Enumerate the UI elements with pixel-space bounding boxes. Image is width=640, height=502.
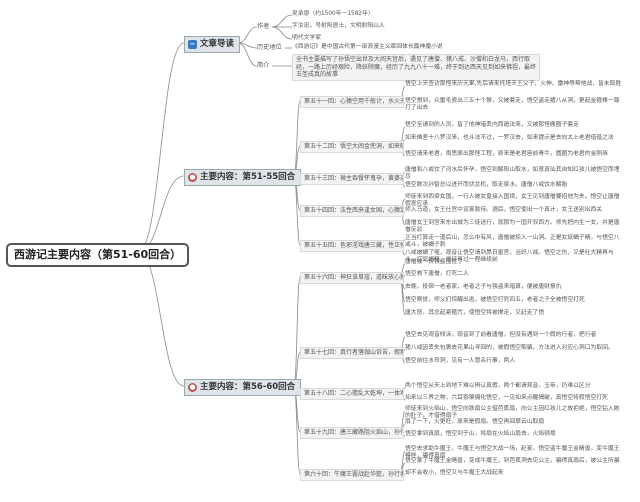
section-b-label: 主要内容：第56-60回合 [200, 382, 296, 392]
chapter-topic[interactable]: 第五十五回：色邪淫戏唐三藏，性正修持不坏身 [300, 240, 404, 252]
chapter-detail: 悟空去求助牛魔王，牛魔王与悟空大战一场，赴宴，悟空盗牛魔王金睛兽，变牛魔王模样，… [405, 446, 620, 460]
status-label: 历史地位 [257, 44, 282, 51]
collapse-icon[interactable]: − [188, 39, 197, 49]
chapter-detail: 悟空请来老君，雨思原出那怪工程，原来是老君座前青牛，圆圈为老君的金刚琢 [405, 151, 608, 157]
chapter-detail: 唐僧被一伙强盗围住了 [405, 259, 463, 265]
connector-line [271, 26, 293, 40]
chapter-detail: 悟空至请到的人员，皆了他神暗丢内而遁法来，又被那怪搬圈子套走 [405, 122, 579, 128]
connector-line [237, 26, 258, 44]
author-label: 作者 [257, 23, 270, 30]
chapter-detail: 猪八戒因丢失包裹去花果山寻回的，被假悟空欺骗，方法进入对应心洞口为取回。 [405, 345, 614, 351]
section-chapters-56-60[interactable]: ● 主要内容：第56-60回合 [184, 379, 302, 396]
bullet-icon: ● [188, 172, 197, 182]
connector-line [137, 251, 185, 387]
chapter-topic[interactable]: 第五十九回：唐三藏路阻火焰山，孙行者一调芭蕉扇 [300, 427, 404, 439]
status-text: 《西游记》是中国古代第一部浪漫主义章回体长篇神魔小说 [292, 44, 443, 50]
root-topic[interactable]: 西游记主要内容（第51-60回合） [6, 243, 190, 267]
chapter-detail: 扇了一下，火更旺，原来是假扇。悟空再回翠云山取扇 [405, 419, 545, 425]
chapter-detail: 却不会收小，悟空又与牛魔王大战起来 [405, 470, 504, 476]
bullet-icon: ● [188, 382, 197, 392]
author-item: 吴承恩（约1500年－1582年） [292, 11, 374, 17]
author-item: 明代文学家 [292, 35, 321, 41]
connector-line [237, 42, 258, 67]
chapter-detail: 唐大怒，其念起紧箍咒，使悟空将被撵走，又赶走了悟 [405, 310, 545, 316]
chapter-detail: 悟空救下唐僧，打死二人 [405, 271, 469, 277]
chapter-topic[interactable]: 第六十回：牛魔王罢战赴华筵，孙行者二调芭蕉扇 [300, 469, 404, 481]
chapter-detail: 如来以三界之物，六耳猕猴偏化悟空，一见如来点醒揭破，真悟空将假悟空打死 [405, 395, 608, 401]
chapter-detail: 悟空去见观音倾诉，观音到了前看唐僧，但没有遇到一个假的行者，把行者 [405, 332, 597, 338]
chapter-topic[interactable]: 第五十七回：真行者落伽山诉苦，假猴王水帘洞誊文 [300, 347, 404, 359]
intro-label: 简介 [257, 62, 270, 69]
chapter-topic[interactable]: 第五十八回：二心搅乱大乾坤，一体难修真寂灭 [300, 388, 404, 400]
chapter-detail: 八戒被蝎了噬，观音让悟空请到昴日星官，治好八戒。悟空之伤，又是吐大精再与斗，打死… [405, 250, 614, 264]
chapter-detail: 悟空数次孙智总以进开而伏忿机，取走泉水。唐僧八戒饮水解胎 [405, 182, 568, 188]
chapter-detail: 如来佛差十八罗汉来，也斗法不过，一罗汉去，如来提示是去向太上老君借借之法 [405, 135, 614, 141]
chapter-topic[interactable]: 第五十四回：法性西来逢女国，心猿定计脱烟花 [300, 205, 404, 217]
connector-line [137, 175, 185, 253]
chapter-detail: 悟空前往水帘洞，见有一人冒名行事，两人 [405, 358, 516, 364]
chapter-detail: 正当打算走一道后山，怎么中有风，唐僧被掠入一山洞。正是女妖蝎子精，与悟空八戒斗，… [405, 235, 620, 249]
section-chapters-51-55[interactable]: ● 主要内容：第51-55回合 [184, 169, 302, 186]
chapter-detail: 唐僧女王到宫来东出城为三徒送行，就那为一国开双西方。师先把内生一女，并是唐僧反驳 [405, 220, 620, 234]
chapter-detail: 悟空拿到真扇，悟空到于山，将扇在火焰山扇去，火焰顿熄 [405, 431, 556, 437]
chapter-detail: 悟空上天查访那怪来历无果,先后请来托塔天王父子、火神、雷神等帮他战，皆未取胜 [405, 81, 622, 87]
chapter-topic[interactable]: 第五十六回：神狂诛草寇，道昧放心猿 [300, 272, 404, 284]
section-guide[interactable]: − 文章导读 [184, 36, 241, 53]
connector-line [293, 100, 301, 177]
connector-line [271, 14, 293, 28]
author-item: 字汝忠，号射阳居士，文明射阳山人 [292, 23, 385, 29]
section-a-label: 主要内容：第51-55回合 [200, 172, 296, 182]
chapter-detail: 师徒来到西梁女国，一行人被女皇接入国境，女王见到唐僧要招他为夫。悟空让唐僧假意应… [405, 194, 620, 208]
chapter-detail: 悟空想到，众雷毛瓷出三五十个猴，又被套走，悟空盗走猪八从洞，更起金箍棒一路打了出… [405, 98, 620, 112]
chapter-topic[interactable]: 第五十二回：悟空大闹金兜洞，如来暗示主人公 [300, 141, 404, 153]
chapter-detail: 师徒来到火焰山，悟空向铁扇公主借芭蕉扇，向公主因红孩儿之故拒绝，悟空钻入她的肚子… [405, 406, 620, 420]
chapter-detail: 悟空察觉，师父们惊醒出逃，被悟空打死四五，老者之子全被悟空打死 [405, 297, 585, 303]
chapter-detail: 去晚，投宿一老者家，老者之子与强盗来暗算，便被唐财报仇 [405, 284, 562, 290]
chapter-detail: 唐僧和八戒饮了河水后怀孕，悟空到解阳山取水，如意真仙其自知红孩儿被悟空而埋怨 [405, 167, 620, 181]
connector-line [137, 42, 185, 253]
section-guide-label: 文章导读 [200, 39, 235, 49]
chapter-detail: 两个悟空从天上到地下难以辨认真假，两个都请观音，玉帝，仍难以区分 [405, 383, 591, 389]
chapter-detail: 师入马道，女王仕宫中设宴款待。酒后，悟空使出一个真计，女王送别出西关 [405, 207, 603, 213]
intro-text: 全书主要描写了孙悟空出世及大闹天宫后，遇见了唐僧、猪八戒、沙僧和白龙马，西行取经… [292, 54, 540, 81]
chapter-topic[interactable]: 第五十三回：禅主吞餐怀鬼孕，黄婆运水解邪胎 [300, 173, 404, 185]
chapter-topic[interactable]: 第五十一回：心猿空用千般计，水火无功难炼魔 [300, 96, 404, 108]
chapter-detail: 悟空拿了牛魔王金睛兽，变成牛魔王，到芭蕉洞去见公主，骗得真扇后，被公主所骗 [405, 458, 620, 464]
